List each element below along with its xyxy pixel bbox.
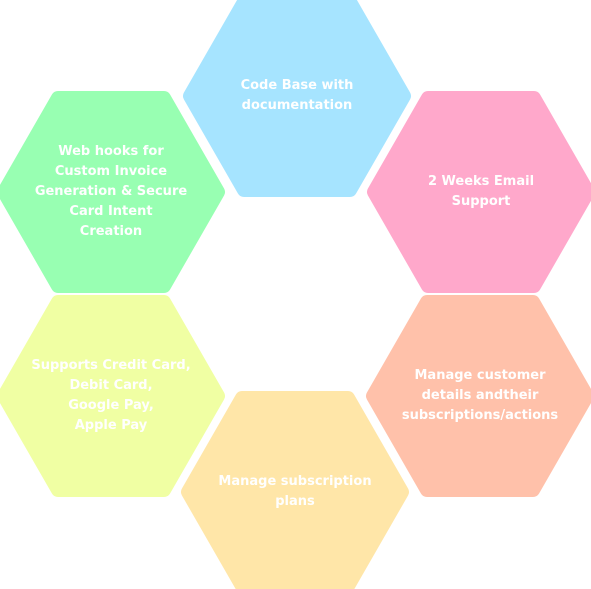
- hexagon-label: Supports Credit Card, Debit Card, Google…: [31, 358, 191, 433]
- hexagon-web-hooks: Web hooks for Custom Invoice Generation …: [0, 91, 225, 293]
- hexagon-fill: [0, 295, 225, 497]
- hexagon-shape: [0, 295, 225, 497]
- hexagon-fill: [367, 91, 591, 293]
- hexagon-shape: [367, 91, 591, 293]
- hexagon-payments: Supports Credit Card, Debit Card, Google…: [0, 295, 225, 497]
- hexagon-fill: [181, 391, 409, 589]
- hexagon-fill: [0, 91, 225, 293]
- hexagon-shape: [366, 295, 591, 497]
- hexagon-code-base: Code Base with documentation: [183, 0, 411, 197]
- hexagon-shape: [181, 391, 409, 589]
- hexagon-fill: [366, 295, 591, 497]
- hexagon-label: Manage customer details andtheir subscri…: [401, 368, 559, 423]
- hexagon-label: Web hooks for Custom Invoice Generation …: [34, 144, 188, 239]
- hexagon-email-support: 2 Weeks Email Support: [367, 91, 591, 293]
- hexagon-manage-customer: Manage customer details andtheir subscri…: [366, 295, 591, 497]
- hexagon-shape: [183, 0, 411, 197]
- hexagon-shape: [0, 91, 225, 293]
- hexagon-label: Code Base with documentation: [240, 78, 354, 113]
- hexagon-label: Manage subscription plans: [218, 474, 372, 509]
- hexagon-manage-plans: Manage subscription plans: [181, 391, 409, 589]
- hexagon-label: 2 Weeks Email Support: [427, 174, 535, 209]
- hexagon-fill: [183, 0, 411, 197]
